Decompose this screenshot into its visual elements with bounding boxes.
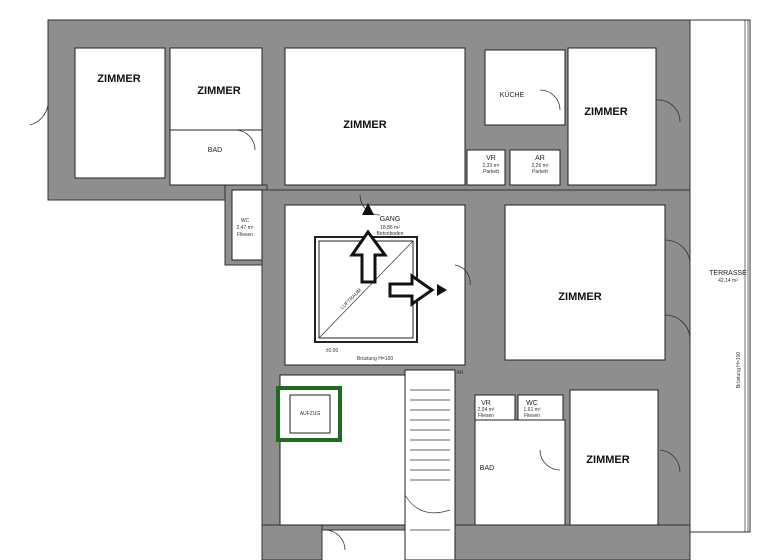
room-floor: Fliesen — [478, 413, 494, 419]
room-label-vr: VR — [486, 155, 496, 162]
room-label-bad: BAD — [480, 465, 494, 472]
level-marker: ±0.00 — [326, 348, 339, 354]
room-label-zimmer: ZIMMER — [584, 106, 627, 118]
arrow-right-icon — [388, 273, 435, 307]
room-area: 42,14 m² — [718, 278, 738, 284]
room-area: 18,86 m² — [380, 225, 400, 231]
bruestung-label: Brüstung H=100 — [736, 352, 742, 388]
room-shapes — [74, 19, 751, 560]
triangle-marker-icon — [362, 203, 374, 215]
room-label-vr: VR — [481, 400, 491, 407]
room-label-zimmer: ZIMMER — [197, 85, 240, 97]
room-label-ar: AR — [535, 155, 545, 162]
room-floor: Parkett — [532, 169, 548, 175]
room-floor: Fliesen — [237, 232, 253, 238]
room-floor: Fliesen — [524, 413, 540, 419]
room-label-bad: BAD — [208, 147, 222, 154]
terrace-area — [689, 19, 751, 533]
room-label-wc: WC — [241, 218, 250, 224]
room-label-wc: WC — [526, 400, 538, 407]
room-floor: Parkett — [483, 169, 499, 175]
triangle-marker-icon — [437, 284, 447, 296]
room-area: 2,26 m² — [532, 163, 549, 169]
arrow-up-icon — [349, 229, 388, 284]
staircase — [404, 389, 451, 531]
bruestung-label: Brüstung H=100 — [357, 356, 393, 362]
room-label-zimmer: ZIMMER — [586, 454, 629, 466]
room-label-terrasse: TERRASSE — [709, 270, 747, 277]
room-label-gang: GANG — [380, 216, 401, 223]
room-label-aufzug: AUFZUG — [300, 411, 321, 417]
room-label-zimmer: ZIMMER — [97, 73, 140, 85]
room-area: 1,61 m² — [524, 407, 541, 413]
room-label-zimmer: ZIMMER — [343, 119, 386, 131]
room-area: 2,47 m² — [237, 225, 254, 231]
room-label-kueche: KÜCHE — [500, 91, 525, 99]
room-area: 2,33 m² — [483, 163, 500, 169]
room-floor: Betonboden — [377, 231, 404, 237]
ar-tag: AR — [457, 370, 464, 376]
room-area: 2,04 m² — [478, 407, 495, 413]
room-label-zimmer: ZIMMER — [558, 291, 601, 303]
doors — [29, 89, 691, 551]
